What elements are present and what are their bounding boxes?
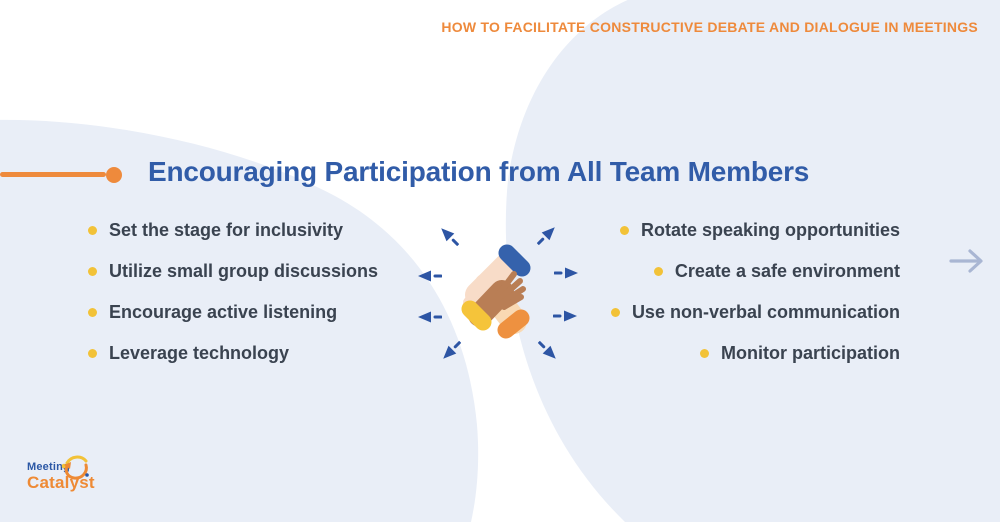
list-item: Use non-verbal communication: [610, 292, 900, 333]
list-item: Leverage technology: [88, 333, 378, 374]
list-item: Set the stage for inclusivity: [88, 210, 378, 251]
list-item-label: Monitor participation: [721, 343, 900, 363]
bullet-icon: [88, 226, 97, 235]
hands-stacked-teamwork-icon: [461, 244, 531, 339]
list-item: Create a safe environment: [611, 251, 900, 292]
accent-dot: [106, 166, 122, 183]
outward-arrow-right-icon: [554, 266, 580, 280]
list-item-label: Create a safe environment: [674, 261, 900, 281]
page-title: Encouraging Participation from All Team …: [148, 156, 810, 187]
list-item-label: Utilize small group discussions: [109, 261, 379, 281]
list-item: Monitor participation: [611, 333, 900, 374]
bullet-icon: [88, 267, 97, 276]
outward-arrow-left-icon: [416, 269, 442, 283]
list-item-label: Rotate speaking opportunities: [640, 220, 900, 240]
bullet-icon: [88, 349, 97, 358]
logo-word-meeting: Meeting: [27, 461, 70, 473]
outward-arrow-down-left-icon: [437, 337, 465, 365]
logo-swirl-icon: [61, 455, 89, 480]
right-list: Rotate speaking opportunities Create a s…: [610, 210, 900, 374]
list-item: Utilize small group discussions: [88, 251, 378, 292]
left-circle-shape: [0, 119, 479, 522]
list-item-label: Use non-verbal communication: [631, 302, 900, 322]
outward-arrow-down-right-icon: [534, 337, 562, 365]
meeting-catalyst-logo: Meeting Catalyst: [27, 455, 95, 491]
outward-arrow-up-left-icon: [435, 222, 463, 250]
bullet-icon: [619, 226, 629, 235]
left-list: Set the stage for inclusivity Utilize sm…: [88, 210, 378, 374]
bullet-icon: [610, 308, 620, 317]
list-item: Rotate speaking opportunities: [611, 210, 900, 251]
page-kicker: HOW TO FACILITATE CONSTRUCTIVE DEBATE AN…: [441, 19, 978, 35]
list-item-label: Encourage active listening: [109, 302, 338, 322]
list-item-label: Set the stage for inclusivity: [109, 220, 344, 240]
right-circle-shape: [505, 0, 1000, 522]
outward-arrow-left-icon: [416, 310, 442, 324]
list-item: Encourage active listening: [88, 292, 378, 333]
outward-arrow-right-icon: [553, 309, 579, 323]
outward-arrow-up-right-icon: [533, 221, 561, 249]
title-accent-line: [0, 166, 122, 183]
bullet-icon: [653, 267, 663, 276]
bullet-icon: [700, 349, 709, 358]
bullet-icon: [88, 308, 97, 317]
next-right-arrow-icon[interactable]: [948, 246, 988, 281]
list-item-label: Leverage technology: [109, 343, 290, 363]
